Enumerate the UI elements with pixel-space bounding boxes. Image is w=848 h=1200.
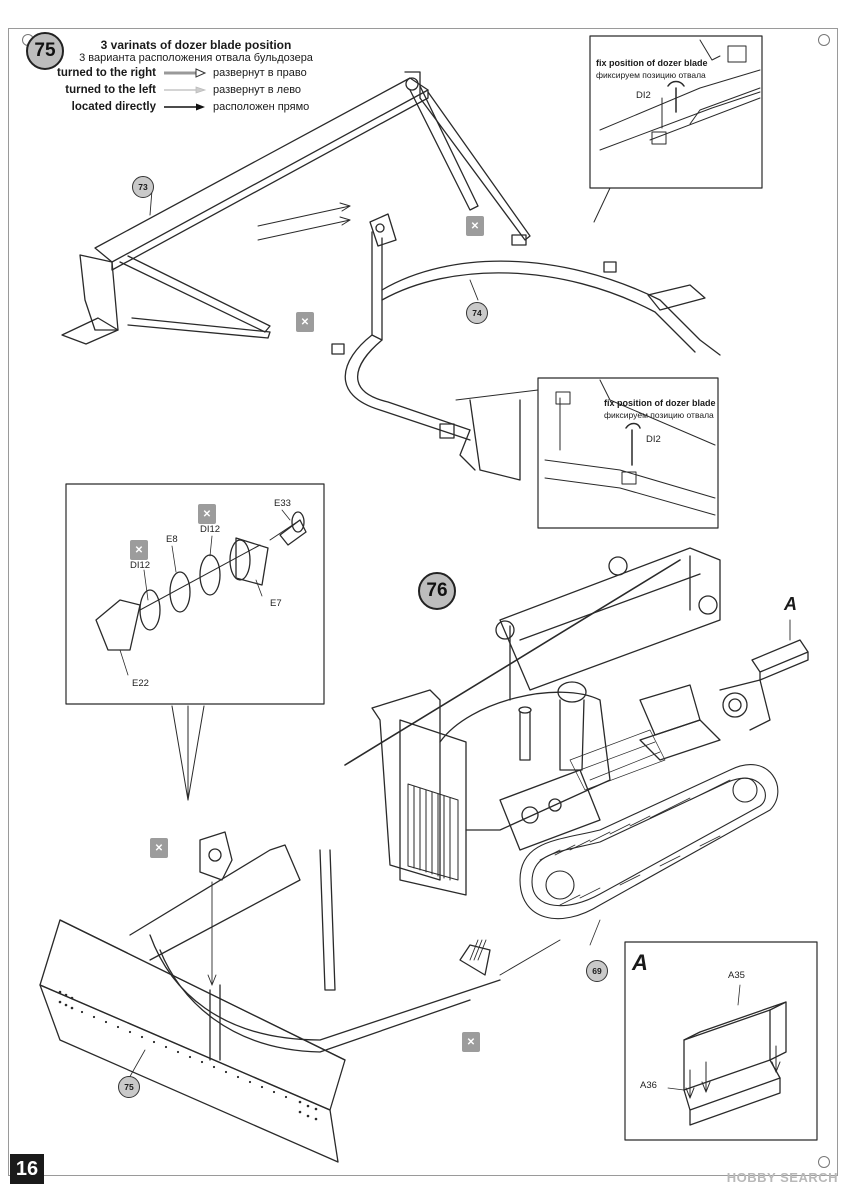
dozer-blade-75 [39, 831, 561, 1163]
corner-mark [818, 1156, 830, 1168]
light-arrow-icon [164, 85, 207, 94]
part-label: E7 [270, 598, 282, 609]
inset-top-frame [589, 35, 763, 189]
part-label: DI2 [646, 434, 661, 445]
watermark-text: HOBBY SEARCH [726, 1170, 838, 1185]
legend-label-en: turned to the right [56, 66, 156, 79]
legend-label-ru: развернут в право [213, 66, 307, 79]
blade-frame-75 [61, 71, 721, 481]
inset-title: fix position of dozer blade [596, 58, 708, 68]
inset-title: fix position of dozer blade [604, 398, 716, 408]
glue-icon: ✕ [130, 540, 148, 560]
step-number-badge: 76 [418, 572, 456, 610]
legend-label-ru: расположен прямо [213, 100, 310, 113]
legend-label-ru: развернут в лево [213, 83, 302, 96]
track-76 [519, 764, 779, 946]
legend-label-en: turned to the left [65, 83, 156, 96]
part-label: E8 [166, 534, 178, 545]
legend-row: located directly расположен прямо [56, 98, 316, 115]
glue-icon: ✕ [150, 838, 168, 858]
glue-icon: ✕ [296, 312, 314, 332]
inset-a-frame [624, 941, 818, 1141]
part-label: E22 [132, 678, 149, 689]
inset-subtitle: фиксируем позицию отвала [604, 410, 714, 420]
inset-subtitle: фиксируем позицию отвала [596, 70, 706, 80]
part-label: DI2 [636, 90, 651, 101]
step-number-badge: 75 [26, 32, 64, 70]
callout-letter: A [784, 594, 797, 614]
part-label: A35 [728, 970, 745, 981]
page-frame [8, 28, 838, 1176]
glue-icon: ✕ [466, 216, 484, 236]
outline-arrow-icon [164, 67, 207, 78]
ref-badge: 74 [466, 302, 488, 324]
glue-icon: ✕ [198, 504, 216, 524]
legend-row: turned to the left развернут в лево [56, 81, 316, 98]
inset-mid-frame [537, 377, 719, 529]
page-number: 16 [10, 1154, 44, 1184]
legend-subtitle: 3 варианта расположения отвала бульдозер… [79, 52, 313, 64]
tractor-76 [344, 547, 809, 896]
detail-inset-frame [65, 483, 325, 801]
legend-label-en: located directly [71, 100, 156, 113]
inset-letter: A [632, 950, 648, 975]
ref-badge: 69 [586, 960, 608, 982]
ref-badge: 73 [132, 176, 154, 198]
blade-position-legend: 3 varinats of dozer blade position 3 вар… [56, 38, 316, 115]
part-label: DI12 [200, 524, 221, 535]
glue-icon: ✕ [462, 1032, 480, 1052]
corner-mark [818, 34, 830, 46]
solid-arrow-icon [164, 103, 205, 110]
legend-row: turned to the right развернут в право [56, 64, 316, 81]
part-label: E33 [274, 498, 291, 509]
part-label: DI12 [130, 560, 151, 571]
part-label: A36 [640, 1080, 657, 1091]
ref-badge: 75 [118, 1076, 140, 1098]
legend-title: 3 varinats of dozer blade position [100, 38, 292, 52]
